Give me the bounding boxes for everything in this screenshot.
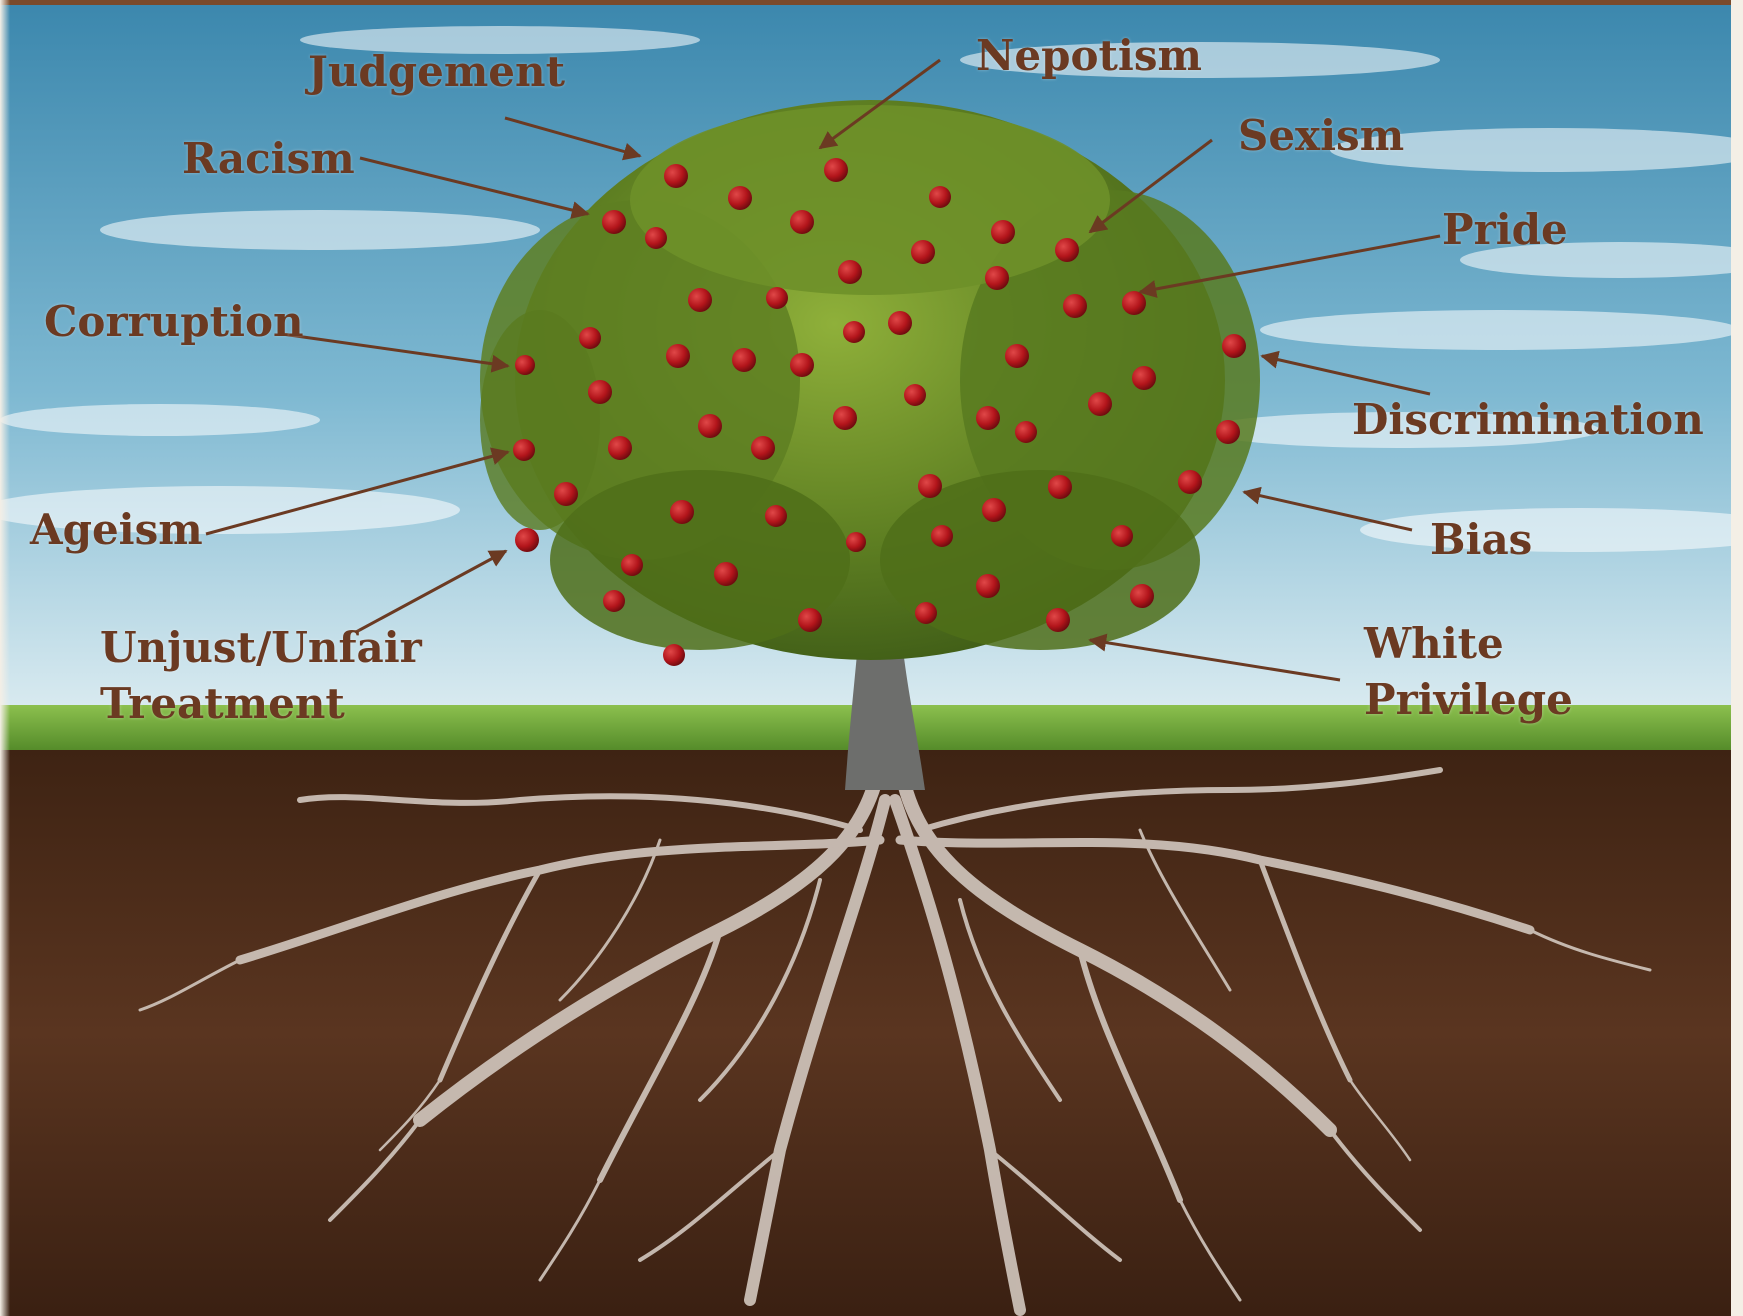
label-ageism: Ageism [30, 502, 203, 558]
label-discrimination: Discrimination [1352, 392, 1704, 448]
label-nepotism: Nepotism [976, 28, 1202, 84]
label-corruption: Corruption [44, 294, 304, 350]
label-white-line1: White [1364, 616, 1573, 672]
frame-top-border [0, 0, 1743, 5]
label-unjust-line1: Unjust/Unfair [100, 620, 422, 676]
label-sexism: Sexism [1238, 108, 1404, 164]
label-unjust-line2: Treatment [100, 676, 422, 732]
label-judgement: Judgement [308, 44, 565, 100]
frame-left-border [0, 0, 10, 1316]
frame-right-border [1731, 0, 1743, 1316]
label-racism: Racism [182, 131, 355, 187]
label-unjust-unfair-treatment: Unjust/Unfair Treatment [100, 620, 422, 732]
label-pride: Pride [1442, 202, 1568, 258]
label-white-line2: Privilege [1364, 672, 1573, 728]
label-bias: Bias [1430, 512, 1532, 568]
label-white-privilege: White Privilege [1364, 616, 1573, 728]
